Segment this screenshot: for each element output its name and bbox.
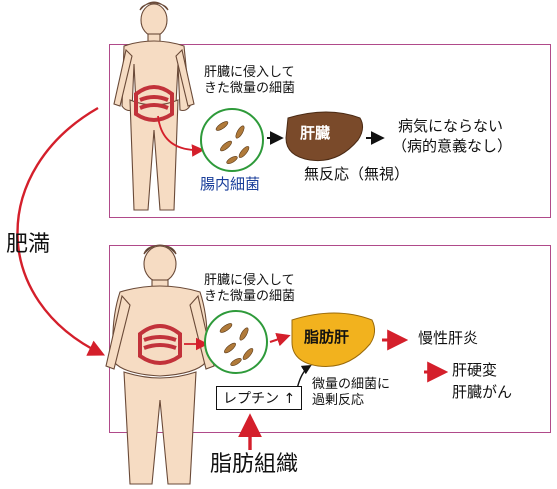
no-reaction-label: 無反応（無視） xyxy=(304,165,410,183)
top-liver-label: 肝臓 xyxy=(300,124,331,142)
gut-bacteria-label: 腸内細菌 xyxy=(200,175,261,193)
fatty-liver-label: 脂肪肝 xyxy=(304,328,350,346)
top-outcome-line2: （病的意義なし） xyxy=(392,137,513,155)
chronic-hepatitis-label: 慢性肝炎 xyxy=(418,329,479,347)
bacteria-icons-top xyxy=(215,121,250,164)
cirrhosis-label: 肝硬変 xyxy=(452,361,498,379)
bacteria-icons-bottom xyxy=(219,323,254,366)
circle-to-liver-arrow-bottom xyxy=(269,332,291,347)
leptin-box: レプチン ↑ xyxy=(216,386,303,410)
fatty-liver-icon xyxy=(291,312,376,368)
overreaction-line1: 微量の細菌に xyxy=(312,377,391,392)
intestine-bottom xyxy=(138,324,182,365)
overreaction-line2: 過剰反応 xyxy=(312,393,365,408)
intestine-top xyxy=(134,85,174,122)
bacteria-circle-bottom xyxy=(204,310,268,374)
bottom-bacteria-note-line1: 肝臓に侵入して xyxy=(204,273,295,288)
leptin-label: レプチン xyxy=(223,391,279,407)
obesity-curved-arrow xyxy=(16,106,106,356)
liver-cancer-label: 肝臓がん xyxy=(452,383,513,401)
top-bacteria-note-line1: 肝臓に侵入して xyxy=(204,65,295,80)
adipose-tissue-label: 脂肪組織 xyxy=(210,452,299,477)
top-outcome-line1: 病気にならない xyxy=(398,117,504,135)
top-bacteria-note-line2: きた微量の細菌 xyxy=(204,81,296,96)
liver-icon-top xyxy=(285,111,364,162)
obesity-label: 肥満 xyxy=(6,232,51,257)
gut-to-circle-arrow-top xyxy=(157,115,205,157)
leptin-up-arrow-icon: ↑ xyxy=(283,391,296,407)
bottom-bacteria-note-line2: きた微量の細菌 xyxy=(204,289,296,304)
bacteria-circle-top xyxy=(200,108,264,172)
